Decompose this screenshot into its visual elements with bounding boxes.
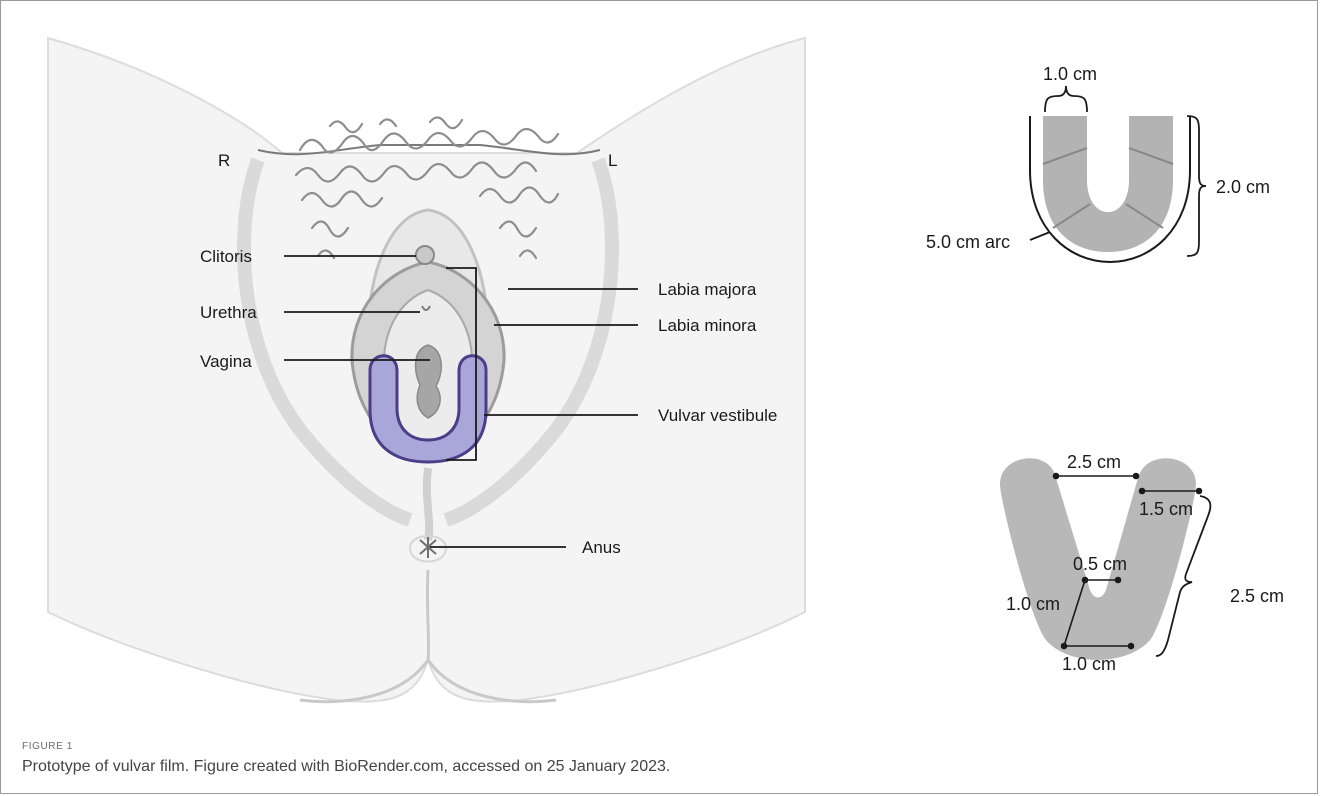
film-bottom-height-label: 2.5 cm [1230, 586, 1284, 606]
anus-label: Anus [582, 538, 621, 557]
film-top-shape [1043, 116, 1173, 252]
right-side-marker: R [218, 151, 230, 170]
film-bottom-bottom-label: 1.0 cm [1062, 654, 1116, 674]
vulvar-vestibule-label: Vulvar vestibule [658, 406, 777, 425]
clitoris-shape [416, 246, 434, 264]
left-side-marker: L [608, 151, 617, 170]
film-top-width-brace [1045, 86, 1087, 112]
film-top-arc-leader [1030, 232, 1050, 240]
vaginal-opening-shape [416, 345, 442, 418]
clitoris-label: Clitoris [200, 247, 252, 266]
figure-number: FIGURE 1 [22, 741, 73, 752]
labia-majora-label: Labia majora [658, 280, 757, 299]
film-bottom-arm-width-label: 1.5 cm [1139, 499, 1193, 519]
film-bottom-top-gap-label: 2.5 cm [1067, 452, 1121, 472]
vagina-label: Vagina [200, 352, 252, 371]
film-top-width-label: 1.0 cm [1043, 64, 1097, 84]
film-bottom-slant-label: 1.0 cm [1006, 594, 1060, 614]
film-bottom-diagram: 2.5 cm 1.5 cm 0.5 cm 1.0 cm 1.0 cm 2.5 c… [1000, 452, 1284, 674]
film-top-arc-label: 5.0 cm arc [926, 232, 1010, 252]
perineum-line [427, 468, 429, 540]
urethra-label: Urethra [200, 303, 257, 322]
film-top-diagram: 1.0 cm 2.0 cm 5.0 cm arc [926, 64, 1270, 262]
labia-minora-label: Labia minora [658, 316, 757, 335]
film-top-height-label: 2.0 cm [1216, 177, 1270, 197]
anatomy-illustration: R L Clitoris Urethra Vagina Labia majora… [48, 38, 805, 702]
figure-caption: Prototype of vulvar film. Figure created… [22, 758, 670, 776]
film-bottom-inner-gap-label: 0.5 cm [1073, 554, 1127, 574]
